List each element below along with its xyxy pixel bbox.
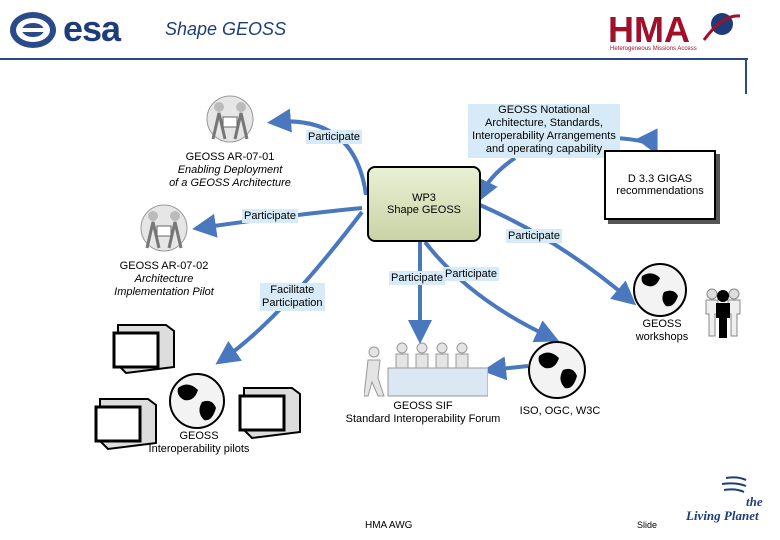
page-title: Shape GEOSS <box>165 19 287 39</box>
arrow-to-wp3 <box>476 156 517 204</box>
ar0701-subtitle-1: Enabling Deployment <box>177 164 283 176</box>
notational-line-4: and operating capability <box>485 143 603 155</box>
sif-subtitle: Standard Interoperability Forum <box>345 413 501 425</box>
ar0701-title: GEOSS AR-07-01 <box>185 151 275 163</box>
edge-label-participate-ar0701: Participate <box>306 130 362 144</box>
sif-label: GEOSS SIF Standard Interoperability Foru… <box>336 400 510 426</box>
edge-label-participate-workshops: Participate <box>506 229 562 243</box>
esa-logo <box>8 10 58 50</box>
ar0702-title: GEOSS AR-07-02 <box>119 260 209 272</box>
monitor-icon-3 <box>236 386 302 440</box>
d33-recommendations-box: D 3.3 GIGAS recommendations <box>604 150 716 220</box>
facilitate-line-1: Facilitate <box>270 284 315 296</box>
header-divider-vertical <box>745 58 747 94</box>
header-divider <box>0 58 748 60</box>
sif-meeting-icon <box>363 340 489 398</box>
pilots-subtitle: Interoperability pilots <box>148 443 250 455</box>
workshops-globe-icon <box>630 262 690 318</box>
arrow-iso-to-sif <box>482 356 529 381</box>
wp3-node: WP3 Shape GEOSS <box>367 166 481 242</box>
esa-wordmark: esa <box>63 8 121 49</box>
ar0702-subtitle-2: Implementation Pilot <box>114 286 214 298</box>
notational-line-2: Architecture, Standards, <box>484 117 603 129</box>
edge-label-participate-ar0702: Participate <box>242 209 298 223</box>
iso-label: ISO, OGC, W3C <box>519 405 601 417</box>
wp3-subtitle: Shape GEOSS <box>387 204 461 216</box>
pilots-globe-icon <box>166 372 228 430</box>
living-planet-logo: the Living Planet <box>686 474 774 526</box>
notational-line-3: Interoperability Arrangements <box>472 130 616 142</box>
monitor-icon-2 <box>90 397 158 451</box>
notational-line-1: GEOSS Notational <box>498 104 590 116</box>
living-planet-text: Living Planet <box>686 508 759 523</box>
hma-logo: HMA <box>608 9 742 50</box>
ar0701-label: GEOSS AR-07-01 Enabling Deployment of a … <box>150 151 310 190</box>
arrow-to-workshops <box>479 203 637 306</box>
facilitate-line-2: Participation <box>262 297 323 309</box>
notational-architecture-box: GEOSS Notational Architecture, Standards… <box>468 104 620 158</box>
pilots-title: GEOSS <box>179 430 219 442</box>
iso-globe-icon <box>527 340 587 400</box>
workshops-people-icon <box>698 286 748 338</box>
footer-slide-label: Slide <box>637 520 658 530</box>
footer-center-text: HMA AWG <box>365 520 413 531</box>
arrow-to-iso <box>423 240 560 343</box>
esa-globe-icon <box>10 12 56 48</box>
hma-logo-text: HMA <box>608 10 690 46</box>
living-planet-emblem-icon <box>721 476 747 493</box>
workshops-title: GEOSS <box>642 318 682 330</box>
workshops-label: GEOSS workshops <box>622 318 702 344</box>
arrow-to-d33 <box>614 128 658 156</box>
edge-label-facilitate: Facilitate Participation <box>260 283 325 311</box>
ar0702-people-icon <box>133 204 195 252</box>
monitor-icon-1 <box>108 323 176 375</box>
edge-label-participate-iso: Participate <box>443 267 499 281</box>
pilots-label: GEOSS Interoperability pilots <box>140 430 258 456</box>
d33-title: D 3.3 GIGAS <box>627 173 693 185</box>
wp3-title: WP3 <box>412 192 436 204</box>
workshops-subtitle: workshops <box>635 331 689 343</box>
d33-subtitle: recommendations <box>616 185 704 197</box>
sif-title: GEOSS SIF <box>393 400 453 412</box>
ar0702-subtitle-1: Architecture <box>134 273 194 285</box>
hma-tagline: Heterogeneous Missions Access <box>610 46 697 52</box>
living-planet-the: the <box>746 494 763 509</box>
edge-label-participate-sif: Participate <box>389 271 445 285</box>
ar0701-subtitle-2: of a GEOSS Architecture <box>169 177 291 189</box>
ar0701-people-icon <box>197 95 263 143</box>
ar0702-label: GEOSS AR-07-02 Architecture Implementati… <box>94 260 234 299</box>
